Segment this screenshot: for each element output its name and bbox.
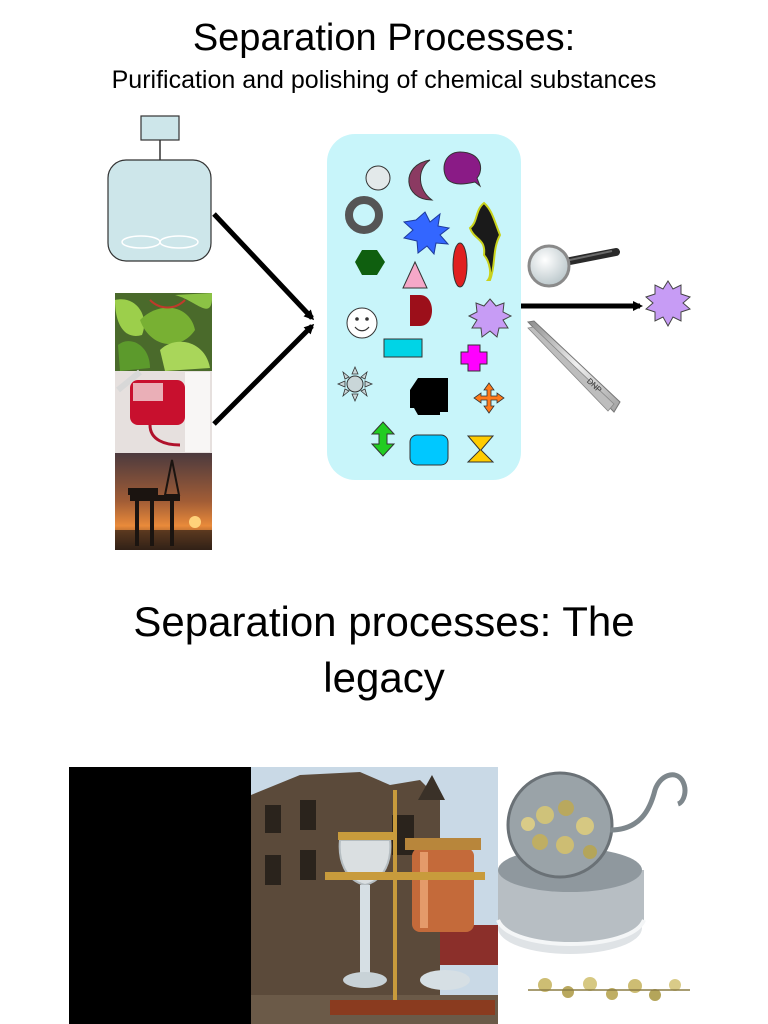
slide-separation-processes: Separation Processes: Purification and p… [0,0,768,560]
oil-platform-image [115,453,212,550]
red-oval-shape [453,243,467,287]
purified-product-shape [646,281,690,326]
d-shape [410,295,432,326]
circle-shape [366,166,390,190]
blue-rounded-square-shape [410,435,448,465]
stirred-reactor-icon [108,116,211,261]
magnifying-glass-icon [529,246,616,286]
slide-separation-legacy: Separation processes: The legacy [0,580,768,1024]
cyan-rectangle-shape [384,339,422,357]
tea-strainer-image [498,773,690,1001]
blood-bag-image [115,371,212,453]
smiley-face-shape [347,308,377,338]
sun-shape [338,367,372,401]
legacy-photos [0,580,768,1024]
process-diagram: DNP [0,0,768,560]
arrow-from-sources [214,326,312,424]
tweezers-icon: DNP [528,321,620,412]
plant-leaves-image [115,293,212,371]
speech-bubble-shape [444,152,481,186]
dark-photo-image [69,767,251,1024]
black-block-shape [410,378,448,415]
arrow-from-reactor [214,214,312,318]
coffee-maker-castle-image [251,767,498,1024]
